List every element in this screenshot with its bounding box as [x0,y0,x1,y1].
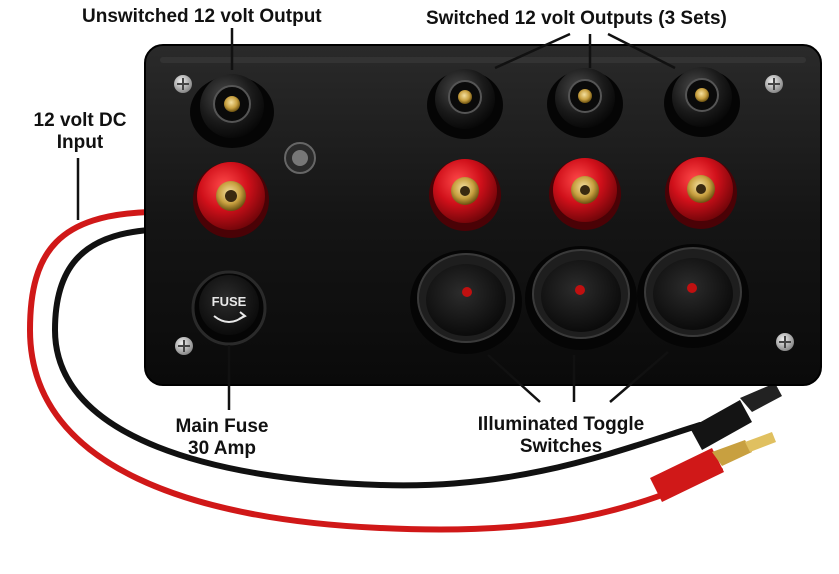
panel-indicator-hole [284,142,316,174]
label-dc-input: 12 volt DC Input [33,110,127,153]
indicator-led [462,287,472,297]
red-banana-plug [650,432,776,502]
black-binding-post-switched-1 [427,69,503,139]
input-wires [26,209,723,533]
red-binding-post-switched-1 [429,159,501,231]
indicator-led [687,283,697,293]
red-binding-post-unswitched [193,162,269,238]
red-binding-post-switched-3 [665,157,737,229]
label-main-fuse: Main Fuse 30 Amp [175,416,269,459]
label-toggle-switches: Illuminated Toggle Switches [477,414,645,457]
panel-screw [776,333,794,351]
label-switched-outputs: Switched 12 volt Outputs (3 Sets) [426,8,727,29]
indicator-led [575,285,585,295]
fuse-holder: FUSE [191,270,267,346]
panel-screw [174,75,192,93]
black-banana-plug [690,383,782,450]
black-binding-post-unswitched [190,74,274,148]
toggle-switch-2 [525,246,637,350]
black-binding-post-switched-3 [664,67,740,137]
label-unswitched-output: Unswitched 12 volt Output [82,6,322,27]
black-binding-post-switched-2 [547,68,623,138]
panel-screw [765,75,783,93]
toggle-switch-3 [637,244,749,348]
callout-lines [76,28,676,410]
fuse-cap-label: FUSE [212,294,247,309]
toggle-switch-1 [410,250,522,354]
panel-screw [175,337,193,355]
red-binding-post-switched-2 [549,158,621,230]
